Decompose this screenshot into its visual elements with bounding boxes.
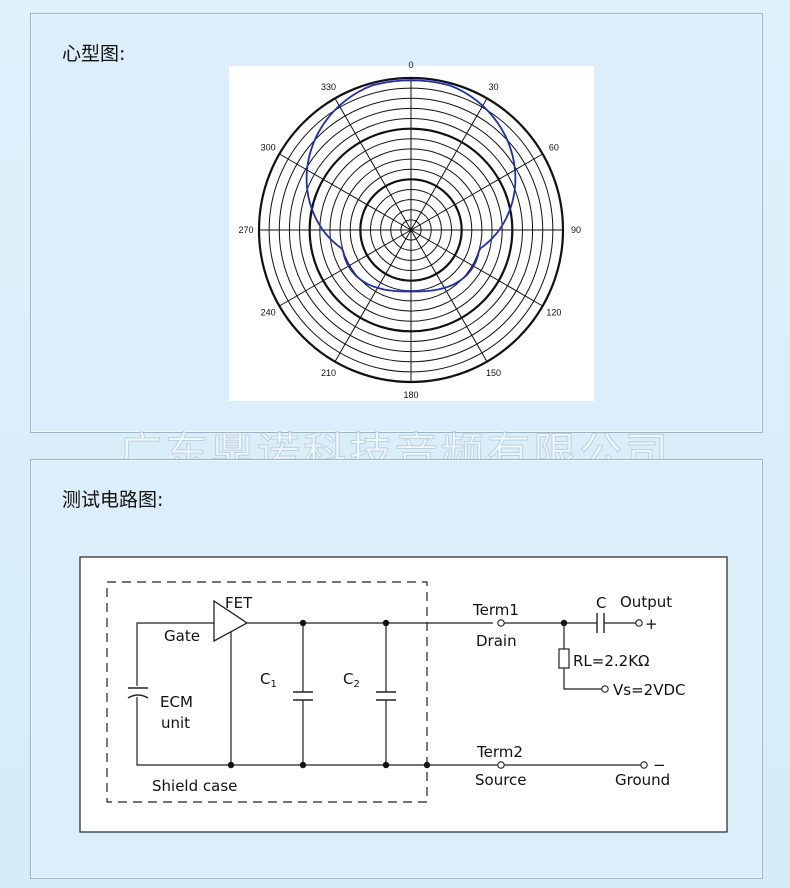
rl-label: RL=2.2KΩ — [573, 652, 650, 670]
c2-letter: C — [343, 670, 353, 688]
c2-label: C2 — [343, 670, 360, 690]
polar-spoke — [279, 229, 412, 307]
polar-angle-labels: 0 30 60 90 120 150 180 210 240 270 300 330 — [238, 60, 581, 400]
test-circuit-panel: 测试电路图: — [30, 459, 763, 879]
vs-terminal — [601, 685, 609, 693]
term1-terminal — [497, 619, 505, 627]
polar-angle-label: 210 — [321, 368, 336, 378]
ecm-plate-bottom — [127, 694, 149, 699]
polar-spoke — [410, 153, 543, 231]
c1-letter: C — [260, 670, 270, 688]
gate-label: Gate — [164, 627, 200, 645]
polar-angle-label: 0 — [408, 60, 413, 70]
polar-angle-label: 300 — [261, 143, 276, 153]
polar-spoke — [334, 98, 412, 231]
polar-spoke — [410, 229, 488, 362]
polar-spoke — [334, 229, 412, 362]
polar-spoke — [410, 229, 543, 307]
shield-case-label: Shield case — [152, 777, 237, 795]
polar-angle-label: 270 — [238, 225, 253, 235]
term2-terminal — [497, 761, 505, 769]
ground-wire-inner — [136, 697, 427, 766]
output-terminal — [635, 619, 643, 627]
circuit-diagram: FET Gate ECM unit C1 C2 Shield case Term… — [79, 556, 728, 833]
ground-terminal — [640, 761, 648, 769]
output-plus-label: + — [645, 615, 658, 633]
polar-pattern-title: 心型图: — [62, 43, 126, 65]
polar-angle-label: 150 — [486, 368, 501, 378]
junction-dot — [382, 619, 390, 627]
polar-angle-label: 90 — [571, 225, 581, 235]
unit-label: unit — [161, 714, 190, 732]
circuit-frame — [79, 556, 728, 833]
ground-label: Ground — [615, 771, 670, 789]
junction-dot — [227, 761, 235, 769]
output-cap-label: C — [596, 594, 606, 612]
term2-label: Term2 — [476, 743, 523, 761]
junction-dot — [299, 619, 307, 627]
rl-resistor — [558, 648, 570, 669]
gate-wire — [136, 622, 214, 686]
polar-plot: 0 30 60 90 120 150 180 210 240 270 300 330 — [229, 60, 594, 401]
ecm-label: ECM — [160, 693, 193, 711]
rl-wire-bottom — [563, 668, 602, 690]
c1-label: C1 — [260, 670, 277, 690]
fet-label: FET — [225, 594, 253, 612]
drain-label: Drain — [476, 632, 517, 650]
polar-pattern-panel: 心型图: 0 30 60 90 120 150 180 210 240 270 300 330 — [30, 13, 763, 433]
vs-label: Vs=2VDC — [613, 681, 685, 699]
source-label: Source — [475, 771, 527, 789]
ground-minus-label: − — [653, 756, 666, 774]
polar-angle-label: 240 — [261, 308, 276, 318]
polar-spoke — [410, 98, 488, 231]
junction-dot — [382, 761, 390, 769]
c1-subscript: 1 — [270, 679, 276, 690]
junction-dot — [299, 761, 307, 769]
polar-angle-label: 330 — [321, 82, 336, 92]
polar-spoke — [279, 153, 412, 231]
output-label: Output — [620, 593, 672, 611]
term1-label: Term1 — [472, 601, 519, 619]
polar-angle-label: 180 — [403, 390, 418, 400]
polar-angle-label: 60 — [549, 143, 559, 153]
polar-angle-label: 120 — [546, 308, 561, 318]
test-circuit-title: 测试电路图: — [62, 489, 164, 511]
polar-angle-label: 30 — [488, 82, 498, 92]
c2-subscript: 2 — [353, 679, 359, 690]
cardioid-curve — [305, 79, 517, 293]
